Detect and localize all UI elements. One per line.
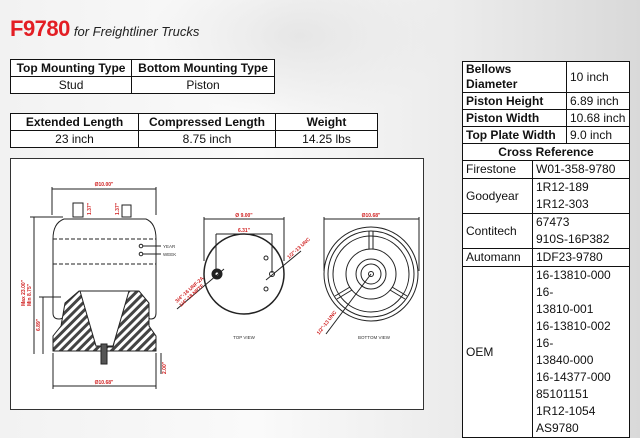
- cross-reference-title: Cross Reference: [462, 143, 630, 161]
- brand-name: OEM: [462, 266, 533, 438]
- extended-length-value: 23 inch: [10, 130, 139, 148]
- side-view: [30, 187, 162, 389]
- part-number: 16-13810-002 16-: [536, 319, 611, 350]
- week-label: WEEK: [163, 252, 176, 257]
- dim-piston-height: 6.89": [36, 318, 42, 331]
- spec-value: 10 inch: [566, 61, 630, 93]
- part-number: 13810-001: [536, 302, 594, 316]
- year-label: YEAR: [163, 244, 176, 249]
- brand-name: Firestone: [462, 160, 533, 179]
- spec-value: 6.89 inch: [566, 92, 630, 110]
- header-weight: Weight: [275, 113, 378, 131]
- part-number: 1R12-303: [536, 197, 589, 211]
- page-title: F9780 for Freightliner Trucks: [10, 16, 199, 42]
- cross-ref-row: OEM 16-13810-000 16- 13810-001 16-13810-…: [462, 266, 630, 438]
- bottom-mounting-value: Piston: [131, 76, 275, 94]
- dim-height-min: Min 8.75": [27, 283, 33, 306]
- brand-name: Automann: [462, 248, 533, 267]
- header-bottom-mounting: Bottom Mounting Type: [131, 59, 275, 77]
- dim-top-diameter: Ø10.00": [95, 182, 114, 188]
- thread-label-3: 1/2"-13 UNC: [286, 237, 312, 261]
- part-number: 13840-000: [536, 353, 594, 367]
- part-number: W01-358-9780: [536, 162, 616, 176]
- part-number: 16-13810-000 16-: [536, 268, 611, 299]
- dim-stud1: 1.37": [87, 202, 93, 215]
- part-number: 910S-16P382: [536, 232, 610, 246]
- part-number: 1R12-1054: [536, 404, 596, 418]
- bottom-view-label: BOTTOM VIEW: [358, 335, 391, 340]
- part-number: 85101151: [536, 387, 589, 401]
- spec-label: Piston Width: [462, 109, 567, 127]
- dim-height-max: Max 23.00": [21, 279, 27, 306]
- spec-label: Top Plate Width: [462, 126, 567, 144]
- header-compressed-length: Compressed Length: [138, 113, 276, 131]
- part-number: 16-14377-000: [536, 370, 611, 384]
- dim-bottom-view-diameter: Ø10.68": [362, 213, 381, 219]
- dim-stud2: 1.37": [115, 202, 121, 215]
- brand-name: Goodyear: [462, 178, 533, 214]
- spec-label: Bellows Diameter: [462, 61, 567, 93]
- header-top-mounting: Top Mounting Type: [9, 59, 133, 77]
- top-mounting-value: Stud: [9, 76, 133, 94]
- model-subtitle: for Freightliner Trucks: [73, 24, 200, 39]
- model-number: F9780: [10, 16, 70, 41]
- weight-value: 14.25 lbs: [275, 130, 378, 148]
- top-view: [176, 217, 302, 315]
- technical-drawing: Ø10.00" 1.37" 1.37" Max 23.00" Min 8.75"…: [10, 158, 424, 410]
- compressed-length-value: 8.75 inch: [138, 130, 276, 148]
- part-number: 67473: [536, 215, 570, 229]
- dim-top-plate: Ø 9.00": [235, 213, 253, 219]
- spec-value: 10.68 inch: [566, 109, 630, 127]
- dim-bottom-diameter: Ø10.68": [95, 380, 114, 386]
- dim-pin: 2.00": [162, 361, 168, 374]
- spec-label: Piston Height: [462, 92, 567, 110]
- part-number: 1DF23-9780: [536, 250, 603, 264]
- top-view-label: TOP VIEW: [233, 335, 256, 340]
- bottom-view: [323, 217, 420, 335]
- header-extended-length: Extended Length: [10, 113, 139, 131]
- brand-name: Contitech: [462, 213, 533, 249]
- drawing-svg: Ø10.00" 1.37" 1.37" Max 23.00" Min 8.75"…: [21, 182, 420, 389]
- dim-stud-spacing: 6.31": [238, 228, 251, 234]
- spec-value: 9.0 inch: [566, 126, 630, 144]
- part-number: 1R12-189: [536, 180, 589, 194]
